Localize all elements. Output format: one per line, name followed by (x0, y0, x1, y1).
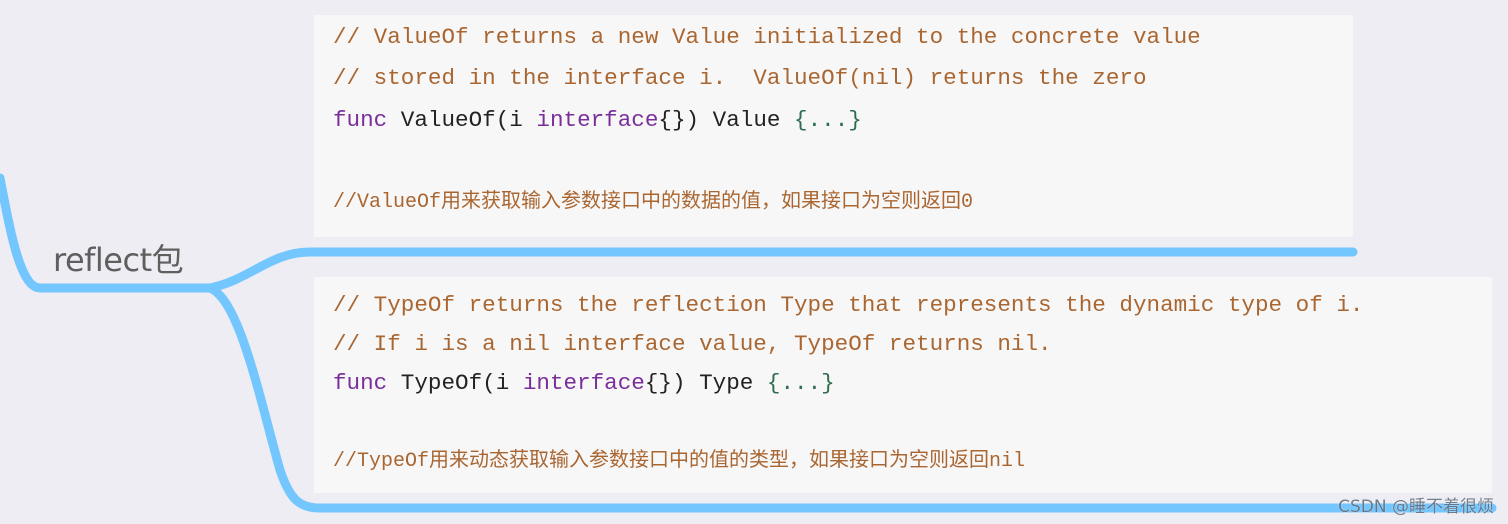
function-body-ellipsis: {...} (794, 107, 862, 133)
connector-valueof (205, 247, 1358, 293)
chinese-comment-line: //TypeOf用来动态获取输入参数接口中的值的类型，如果接口为空则返回nil (333, 450, 1026, 473)
connector-typeof (205, 283, 1497, 513)
function-signature: func ValueOf(i interface{}) Value {...} (333, 106, 862, 134)
comment-line: // stored in the interface i. ValueOf(ni… (333, 65, 1147, 91)
code-card-valueof[interactable]: // ValueOf returns a new Value initializ… (314, 15, 1353, 237)
keyword-func: func (333, 107, 388, 133)
comment-line: // If i is a nil interface value, TypeOf… (333, 331, 1052, 357)
csdn-watermark: CSDN @睡不着很烦 (1338, 497, 1494, 517)
keyword-func: func (333, 370, 388, 396)
signature-rest: {}) Value (658, 107, 795, 133)
mindmap-node-reflect[interactable]: reflect包 (53, 241, 184, 279)
code-card-typeof[interactable]: // TypeOf returns the reflection Type th… (314, 277, 1492, 493)
function-name: ValueOf(i (387, 107, 537, 133)
connector-parent (0, 173, 215, 293)
function-signature: func TypeOf(i interface{}) Type {...} (333, 369, 835, 397)
keyword-interface: interface (536, 107, 659, 133)
keyword-interface: interface (522, 370, 645, 396)
comment-line: // TypeOf returns the reflection Type th… (333, 292, 1364, 318)
chinese-comment-line: //ValueOf用来获取输入参数接口中的数据的值，如果接口为空则返回0 (333, 191, 974, 214)
comment-line: // ValueOf returns a new Value initializ… (333, 24, 1201, 50)
function-name: TypeOf(i (387, 370, 523, 396)
function-body-ellipsis: {...} (766, 370, 835, 396)
signature-rest: {}) Type (644, 370, 767, 396)
